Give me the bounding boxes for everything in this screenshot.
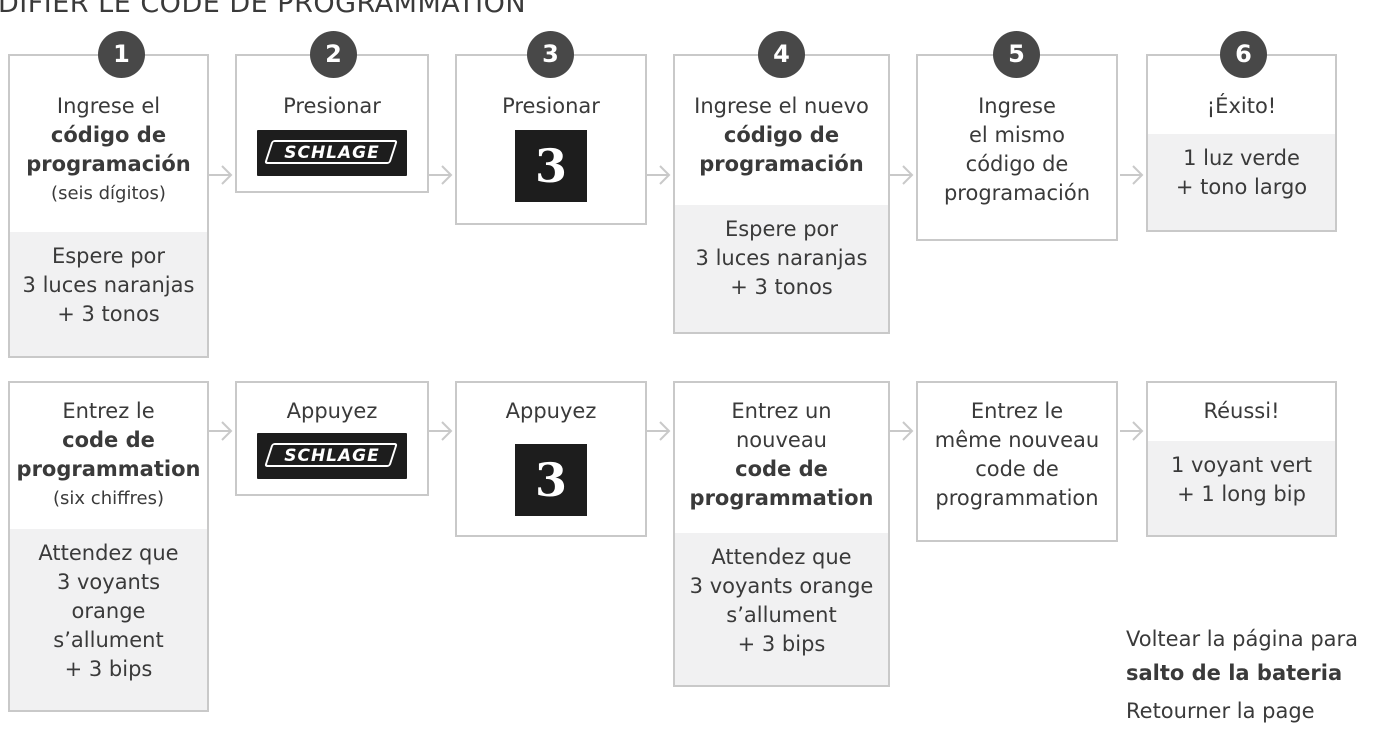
wait-text: 3 luces naranjas xyxy=(22,273,195,297)
wait-text: + 3 bips xyxy=(64,657,153,681)
arrow-right-icon xyxy=(1120,421,1144,441)
step-card-es-6: ¡Éxito! 1 luz verde + tono largo xyxy=(1146,54,1337,232)
step-text: Presionar xyxy=(502,94,600,118)
step-card-es-5: Ingrese el mismo código de programación xyxy=(916,54,1118,241)
wait-panel: 1 voyant vert + 1 long bip xyxy=(1148,441,1335,535)
wait-panel: Attendez que 3 voyants orange s’allument… xyxy=(675,533,888,685)
key-3-icon: 3 xyxy=(515,444,587,516)
wait-text: 3 luces naranjas xyxy=(695,246,868,270)
step-text: (six chiffres) xyxy=(53,488,164,509)
wait-text: 3 voyants orange xyxy=(689,574,874,598)
wait-text: + 1 long bip xyxy=(1177,482,1306,506)
step-text: code de xyxy=(62,428,155,452)
wait-text: s’allument xyxy=(726,603,837,627)
step-card-es-3: Presionar 3 xyxy=(455,54,647,225)
arrow-right-icon xyxy=(1120,165,1144,185)
step-text: ¡Éxito! xyxy=(1206,94,1277,118)
step-text: Entrez un xyxy=(731,399,832,423)
wait-text: 1 voyant vert xyxy=(1170,453,1313,477)
step-card-fr-2: Appuyez SCHLAGE xyxy=(235,381,429,496)
step-text: Réussi! xyxy=(1203,399,1280,423)
wait-text: 3 voyants xyxy=(56,570,161,594)
wait-text: Espere por xyxy=(724,217,839,241)
step-text: nouveau xyxy=(736,428,827,452)
step-text: programmation xyxy=(16,457,201,481)
step-text: (seis dígitos) xyxy=(51,183,166,204)
wait-text: Attendez que xyxy=(711,545,852,569)
wait-text: 1 luz verde xyxy=(1183,146,1300,170)
step-text: el mismo xyxy=(969,123,1065,147)
wait-text: s’allument xyxy=(53,628,164,652)
wait-panel: Espere por 3 luces naranjas + 3 tonos xyxy=(10,232,207,356)
step-text: Ingrese el xyxy=(56,94,161,118)
step-text: programación xyxy=(26,152,191,176)
step-number-badge: 5 xyxy=(993,31,1040,78)
arrow-right-icon xyxy=(890,165,914,185)
step-text: Appuyez xyxy=(286,399,378,423)
step-number-badge: 4 xyxy=(758,31,805,78)
wait-text: + tono largo xyxy=(1175,175,1308,199)
step-number-badge: 1 xyxy=(98,31,145,78)
step-text: código de xyxy=(723,123,840,147)
step-text: Entrez le xyxy=(970,399,1064,423)
arrow-right-icon xyxy=(647,421,671,441)
wait-text: Espere por xyxy=(51,244,166,268)
step-card-es-4: Ingrese el nuevo código de programación … xyxy=(673,54,890,334)
wait-text: Attendez que xyxy=(38,541,179,565)
step-card-es-1: Ingrese el código de programación (seis … xyxy=(8,54,209,358)
wait-text: + 3 tonos xyxy=(730,275,833,299)
wait-text: + 3 bips xyxy=(737,632,826,656)
step-text: code de xyxy=(975,457,1059,481)
wait-panel: Espere por 3 luces naranjas + 3 tonos xyxy=(675,205,888,332)
step-text: code de xyxy=(735,457,828,481)
step-text: programación xyxy=(699,152,864,176)
arrow-right-icon xyxy=(890,421,914,441)
step-text: código de xyxy=(50,123,167,147)
step-card-fr-6: Réussi! 1 voyant vert + 1 long bip xyxy=(1146,381,1337,537)
step-text: Ingrese el nuevo xyxy=(694,94,869,118)
arrow-right-icon xyxy=(429,165,453,185)
key-3-icon: 3 xyxy=(515,130,587,202)
wait-text: + 3 tonos xyxy=(57,302,160,326)
step-text: Ingrese xyxy=(978,94,1056,118)
step-text: Entrez le xyxy=(62,399,155,423)
arrow-right-icon xyxy=(209,165,233,185)
battery-jump-label: salto de la bateria xyxy=(1126,661,1343,685)
wait-panel: 1 luz verde + tono largo xyxy=(1148,134,1335,230)
step-text: Appuyez xyxy=(505,399,597,423)
step-number-badge: 3 xyxy=(527,31,574,78)
step-number-badge: 6 xyxy=(1220,31,1267,78)
step-text: même nouveau xyxy=(934,428,1100,452)
step-card-fr-1: Entrez le code de programmation (six chi… xyxy=(8,381,209,712)
schlage-button-icon: SCHLAGE xyxy=(257,433,407,479)
step-card-fr-5: Entrez le même nouveau code de programma… xyxy=(916,381,1118,542)
wait-text: orange xyxy=(71,599,146,623)
arrow-right-icon xyxy=(209,421,233,441)
step-number-badge: 2 xyxy=(310,31,357,78)
step-text: programación xyxy=(943,181,1091,205)
step-text: Presionar xyxy=(283,94,381,118)
wait-panel: Attendez que 3 voyants orange s’allument… xyxy=(10,529,207,710)
step-text: programmation xyxy=(935,486,1099,510)
turn-page-note-es: Voltear la página para xyxy=(1126,627,1359,651)
page-title: DIFIER LE CODE DE PROGRAMMATION xyxy=(0,0,527,19)
turn-page-note-fr: Retourner la page xyxy=(1126,699,1315,723)
step-card-fr-3: Appuyez 3 xyxy=(455,381,647,537)
arrow-right-icon xyxy=(429,421,453,441)
step-card-fr-4: Entrez un nouveau code de programmation … xyxy=(673,381,890,687)
arrow-right-icon xyxy=(647,165,671,185)
schlage-button-icon: SCHLAGE xyxy=(257,130,407,176)
step-text: programmation xyxy=(689,486,874,510)
step-text: código de xyxy=(965,152,1069,176)
